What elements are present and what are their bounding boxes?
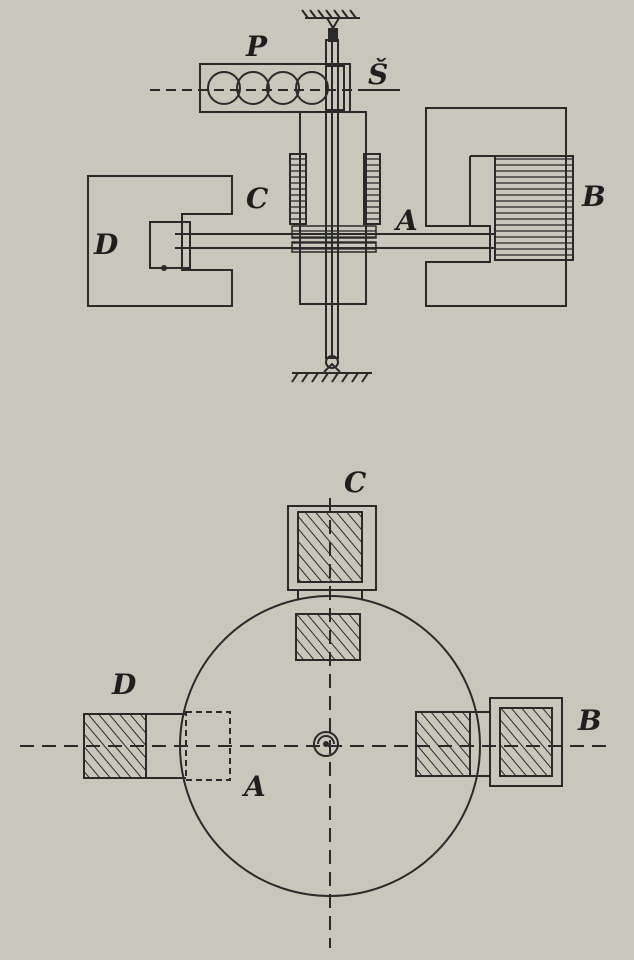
label-d-top: D — [93, 228, 119, 261]
label-a-bottom: A — [241, 770, 266, 803]
label-b-top: B — [581, 180, 606, 213]
bottom-figure: C D A B — [20, 466, 612, 948]
label-c-top: C — [246, 182, 269, 215]
label-c-bottom: C — [344, 466, 367, 499]
magnet-c-bottom — [287, 505, 377, 661]
label-a-top: A — [393, 204, 418, 237]
gear-pump-p — [199, 63, 351, 113]
bottom-ground-support — [291, 372, 372, 383]
top-figure: P Š C D A B — [87, 9, 606, 383]
vertical-shaft — [323, 39, 341, 373]
label-p: P — [245, 30, 268, 63]
top-ground-support — [301, 9, 360, 42]
label-s: Š — [368, 58, 388, 91]
disc-a — [179, 595, 481, 897]
magnet-b-bottom — [415, 697, 563, 787]
hub-assembly — [289, 111, 381, 305]
label-b-bottom: B — [577, 704, 602, 737]
central-bearing — [313, 731, 339, 757]
magnet-b-top — [425, 107, 574, 307]
magnet-d-bottom — [83, 711, 231, 781]
magnet-d-top — [87, 175, 233, 307]
label-d-bottom: D — [111, 668, 137, 701]
arm-a — [175, 233, 495, 249]
